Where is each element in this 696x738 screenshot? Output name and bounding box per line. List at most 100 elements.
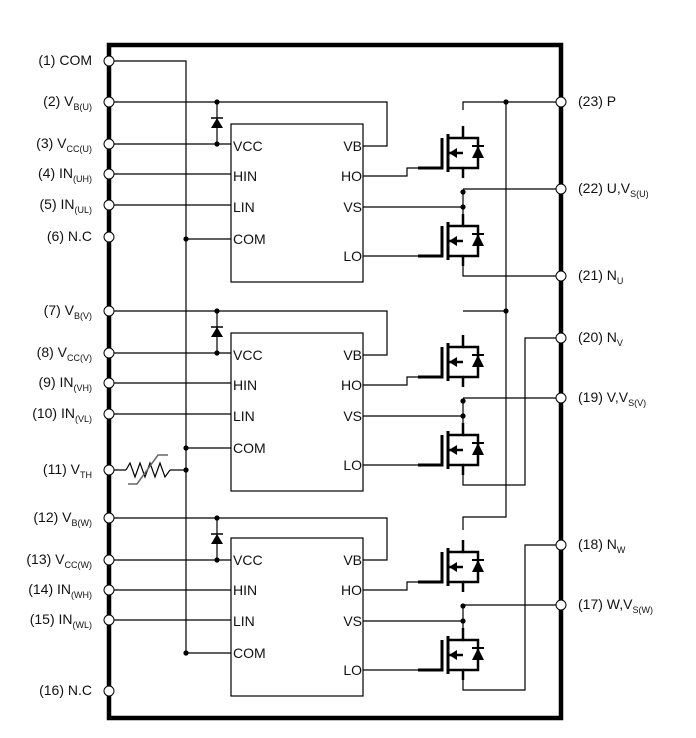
right-pin-label-21: (21) NU (578, 267, 623, 289)
pin-name: (9) IN (38, 374, 74, 390)
ic-w-pin-vcc: VCC (233, 552, 263, 568)
left-pin-12-terminal (103, 512, 115, 524)
left-pin-6-terminal (103, 231, 115, 243)
ic-w-pin-lo: LO (343, 662, 362, 678)
right-pin-label-17: (17) W,VS(W) (578, 596, 653, 618)
gate-driver-ic-v (230, 332, 364, 492)
pin-subscript: W (616, 545, 626, 555)
ic-v-pin-lo: LO (343, 457, 362, 473)
junction-dot (183, 650, 189, 656)
pin-subscript: S(U) (630, 189, 649, 199)
ic-v-pin-com: COM (233, 440, 266, 456)
junction-dot (503, 99, 509, 105)
pin-name: (23) P (578, 93, 617, 109)
ic-w-pin-vs: VS (343, 613, 362, 629)
right-pin-17-terminal (555, 599, 567, 611)
ic-w-pin-ho: HO (341, 582, 362, 598)
pin-subscript: (UL) (74, 205, 93, 215)
module-package-outline (106, 42, 564, 721)
pin-name: (12) V (33, 509, 72, 525)
ic-w-pin-lin: LIN (233, 613, 255, 629)
right-pin-23-terminal (555, 96, 567, 108)
junction-dot (460, 189, 466, 195)
pin-name: (21) N (578, 267, 617, 283)
junction-dot (503, 308, 509, 314)
pin-subscript: CC(U) (66, 144, 93, 154)
ic-u-pin-com: COM (233, 231, 266, 247)
junction-dot (460, 603, 466, 609)
left-pin-2-terminal (103, 96, 115, 108)
junction-dot (214, 557, 220, 563)
gate-driver-ic-u (230, 123, 364, 283)
ic-u-pin-hin: HIN (233, 168, 258, 184)
right-pin-22-terminal (555, 183, 567, 195)
pin-name: (11) V (42, 461, 80, 477)
pin-subscript: B(V) (74, 311, 92, 321)
pin-name: (22) U,V (578, 180, 631, 196)
ic-u-pin-vs: VS (343, 199, 362, 215)
low-side-mosfet-icon (418, 214, 484, 266)
left-pin-label-7: (7) VB(V) (44, 302, 92, 324)
pin-subscript: (WL) (72, 620, 93, 630)
pin-name: (15) IN (29, 611, 73, 627)
ho-wire (363, 376, 420, 386)
ic-u-pin-vcc: VCC (233, 138, 263, 154)
left-pin-label-13: (13) VCC(W) (26, 551, 92, 573)
left-pin-1-terminal (103, 55, 115, 67)
left-pin-label-8: (8) VCC(V) (37, 344, 92, 366)
high-side-mosfet-icon (418, 335, 484, 387)
high-side-mosfet-icon (418, 126, 484, 178)
bootstrap-diode-icon (211, 534, 223, 544)
pin-name: (2) V (43, 93, 74, 109)
pin-name: (17) W,V (578, 596, 633, 612)
package-border (106, 42, 564, 721)
vb-wire (109, 310, 388, 356)
left-pin-label-2: (2) VB(U) (43, 93, 92, 115)
right-pin-20-terminal (555, 332, 567, 344)
pin-name: (14) IN (28, 581, 71, 597)
pin-name: (1) COM (38, 52, 92, 68)
left-pin-label-11: (11) VTH (43, 461, 92, 483)
ic-v-pin-vs: VS (343, 408, 362, 424)
left-pin-16-terminal (103, 685, 115, 697)
left-pin-11-terminal (103, 464, 115, 476)
junction-dot (183, 445, 189, 451)
left-pin-label-6: (6) N.C (47, 228, 92, 244)
left-pin-5-terminal (103, 199, 115, 211)
p-bus (462, 101, 561, 110)
pin-subscript: B(W) (71, 518, 93, 528)
bootstrap-diode-icon (211, 327, 223, 337)
left-pin-label-14: (14) IN(WH) (28, 581, 92, 603)
pin-subscript: (UH) (73, 174, 92, 184)
pin-name: (10) IN (32, 405, 75, 421)
right-pin-21-terminal (555, 270, 567, 282)
left-pin-label-3: (3) VCC(U) (36, 135, 92, 157)
ho-wire (363, 167, 420, 177)
pin-subscript: U (616, 276, 624, 286)
pin-name: (3) V (36, 135, 67, 151)
junction-dot (214, 308, 220, 314)
pin-name: (8) V (36, 344, 67, 360)
com-bus (109, 60, 187, 655)
nw-wire (462, 544, 561, 691)
junction-dot (183, 467, 189, 473)
pin-name: (20) N (578, 329, 617, 345)
gate-driver-ic-w (230, 537, 364, 697)
ic-w-pin-vb: VB (343, 552, 362, 568)
bootstrap-diode-icon (211, 118, 223, 128)
pin-subscript: TH (80, 470, 92, 480)
ic-u-pin-lo: LO (343, 248, 362, 264)
junction-dot (460, 204, 466, 210)
right-pin-label-19: (19) V,VS(V) (578, 389, 646, 411)
pin-name: (18) N (578, 536, 617, 552)
pin-subscript: (WH) (71, 590, 92, 600)
pin-subscript: (VL) (74, 414, 92, 424)
junction-dot (214, 99, 220, 105)
ic-u-pin-lin: LIN (233, 199, 255, 215)
right-pin-19-terminal (555, 392, 567, 404)
junction-dot (460, 618, 466, 624)
pin-name: (5) IN (39, 196, 75, 212)
left-pin-3-terminal (103, 138, 115, 150)
ic-v-pin-lin: LIN (233, 408, 255, 424)
